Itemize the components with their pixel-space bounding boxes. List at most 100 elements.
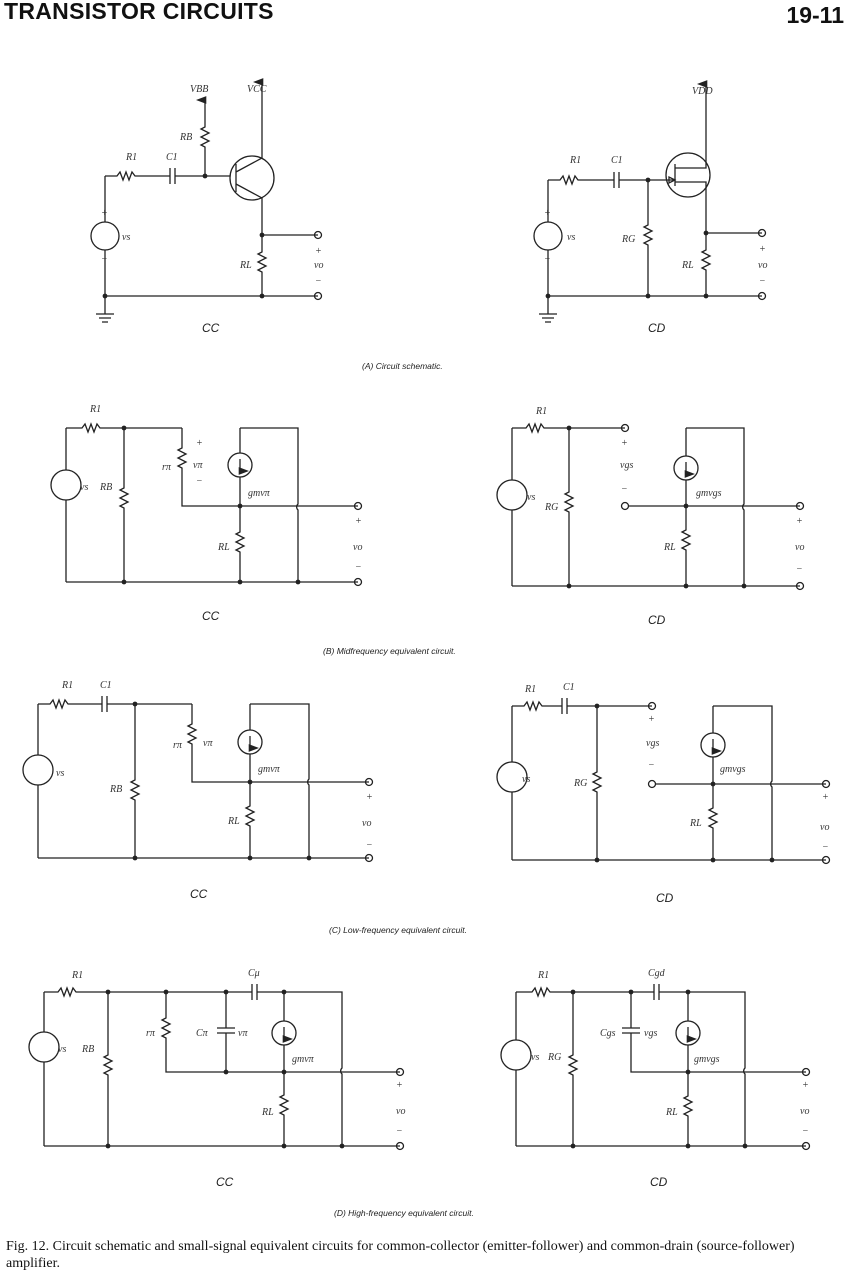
label-b-cd-r1: R1: [535, 406, 547, 417]
label-d-cd-rl: RL: [665, 1107, 678, 1118]
label-d-cc-vs: vs: [58, 1044, 66, 1055]
plus-b-cd-vgs: +: [621, 438, 628, 449]
label-cd-d: CD: [650, 1175, 668, 1189]
label-cd-c1: C1: [611, 155, 623, 166]
high-cd: [500, 984, 811, 1151]
label-cd-r1: R1: [569, 155, 581, 166]
plus-b-cd-out: +: [796, 516, 803, 527]
label-d-cc-rb: RB: [81, 1044, 94, 1055]
label-vs: vs: [122, 232, 130, 243]
minus-a-cd-out: −: [759, 276, 766, 287]
label-d-cd-rg: RG: [547, 1052, 561, 1063]
label-b-cc-gm: gmvπ: [248, 488, 271, 499]
label-c-cd-rg: RG: [573, 778, 587, 789]
caption-b: (B) Midfrequency equivalent circuit.: [323, 646, 456, 656]
label-c-cc-vo: vo: [362, 818, 371, 829]
label-c-cd-vgs: vgs: [646, 738, 659, 749]
plus-c-cc-out: +: [366, 792, 373, 803]
label-cd-vo: vo: [758, 260, 767, 271]
minus-c-cd-vgs: −: [648, 760, 655, 771]
label-cd-c: CD: [656, 891, 674, 905]
label-c-cc-vpi: vπ: [203, 738, 213, 749]
label-c-cd-r1: R1: [524, 684, 536, 695]
label-d-cd-r1: R1: [537, 970, 549, 981]
label-b-cc-vpi: vπ: [193, 460, 203, 471]
schematic-cc: [90, 82, 323, 323]
label-rb: RB: [179, 132, 192, 143]
plus-d-cd-out: +: [802, 1080, 809, 1091]
label-vcc: VCC: [247, 84, 267, 95]
label-b-cc-vs: vs: [80, 482, 88, 493]
label-cc-c: CC: [190, 887, 208, 901]
label-b-cd-vgs: vgs: [620, 460, 633, 471]
label-d-cc-rpi: rπ: [146, 1028, 156, 1039]
label-c-cd-rl: RL: [689, 818, 702, 829]
label-cd-rl: RL: [681, 260, 694, 271]
caption-c: (C) Low-frequency equivalent circuit.: [329, 925, 467, 935]
plus-c-cd-out: +: [822, 792, 829, 803]
low-cc: [22, 696, 374, 863]
minus-a-cc-src: −: [101, 254, 108, 265]
page-number: 19-11: [786, 2, 844, 28]
label-b-cc-rb: RB: [99, 482, 112, 493]
minus-b-cd-vgs: −: [621, 484, 628, 495]
plus-a-cd-src: +: [544, 208, 551, 219]
label-d-cc-r1: R1: [71, 970, 83, 981]
label-rg: RG: [621, 234, 635, 245]
label-d-cd-vgs: vgs: [644, 1028, 657, 1039]
label-d-cd-gm: gmvgs: [694, 1054, 720, 1065]
schematic-cd: [533, 84, 767, 323]
label-b-cd-rl: RL: [663, 542, 676, 553]
label-c-cd-vs: vs: [522, 774, 530, 785]
minus-d-cd-out: −: [802, 1126, 809, 1137]
polarity-markers: + − + − + − + − + − + − + − + − + − + − …: [101, 208, 829, 1137]
label-c-cc-rpi: rπ: [173, 740, 183, 751]
minus-c-cd-out: −: [822, 842, 829, 853]
minus-b-cd-out: −: [796, 564, 803, 575]
label-d-cc-cmu: Cμ: [248, 968, 260, 979]
low-cd: [496, 698, 831, 865]
label-cd-vs: vs: [567, 232, 575, 243]
plus-c-cd-vgs: +: [648, 714, 655, 725]
minus-b-cc-out: −: [355, 562, 362, 573]
minus-c-cc-out: −: [366, 840, 373, 851]
label-b-cc-rl: RL: [217, 542, 230, 553]
label-b-cd-rg: RG: [544, 502, 558, 513]
running-header-title: TRANSISTOR CIRCUITS: [4, 0, 274, 24]
label-cd-b: CD: [648, 613, 666, 627]
label-c-cc-c1: C1: [100, 680, 112, 691]
high-cc: [28, 984, 405, 1151]
label-c-cc-vs: vs: [56, 768, 64, 779]
caption-a: (A) Circuit schematic.: [362, 361, 443, 371]
plus-b-cc-vpi: +: [196, 438, 203, 449]
label-d-cd-cgs: Cgs: [600, 1028, 616, 1039]
plus-a-cc-src: +: [101, 208, 108, 219]
label-b-cc-vo: vo: [353, 542, 362, 553]
label-c-cc-rb: RB: [109, 784, 122, 795]
label-c-cd-c1: C1: [563, 682, 575, 693]
label-vo: vo: [314, 260, 323, 271]
plus-b-cc-out: +: [355, 516, 362, 527]
label-c-cc-gm: gmvπ: [258, 764, 281, 775]
label-d-cc-vpi: vπ: [238, 1028, 248, 1039]
plus-a-cd-out: +: [759, 244, 766, 255]
mid-cc: [50, 422, 363, 587]
minus-d-cc-out: −: [396, 1126, 403, 1137]
label-c-cc-rl: RL: [227, 816, 240, 827]
label-b-cd-vs: vs: [527, 492, 535, 503]
label-d-cd-vs: vs: [531, 1052, 539, 1063]
figure-caption: Fig. 12. Circuit schematic and small-sig…: [6, 1239, 795, 1271]
label-d-cd-cgd: Cgd: [648, 968, 666, 979]
circuit-figure: VBB VCC RB R1 C1 vs RL vo CC VDD R1 C1 v…: [22, 0, 831, 1218]
plus-d-cc-out: +: [396, 1080, 403, 1091]
label-b-cd-gm: gmvgs: [696, 488, 722, 499]
label-d-cc-rl: RL: [261, 1107, 274, 1118]
label-d-cc-cpi: Cπ: [196, 1028, 209, 1039]
label-r1: R1: [125, 152, 137, 163]
label-cc-d: CC: [216, 1175, 234, 1189]
mid-cd: [496, 422, 805, 591]
minus-a-cc-out: −: [315, 276, 322, 287]
label-b-cd-vo: vo: [795, 542, 804, 553]
label-c1: C1: [166, 152, 178, 163]
plus-a-cc-out: +: [315, 246, 322, 257]
